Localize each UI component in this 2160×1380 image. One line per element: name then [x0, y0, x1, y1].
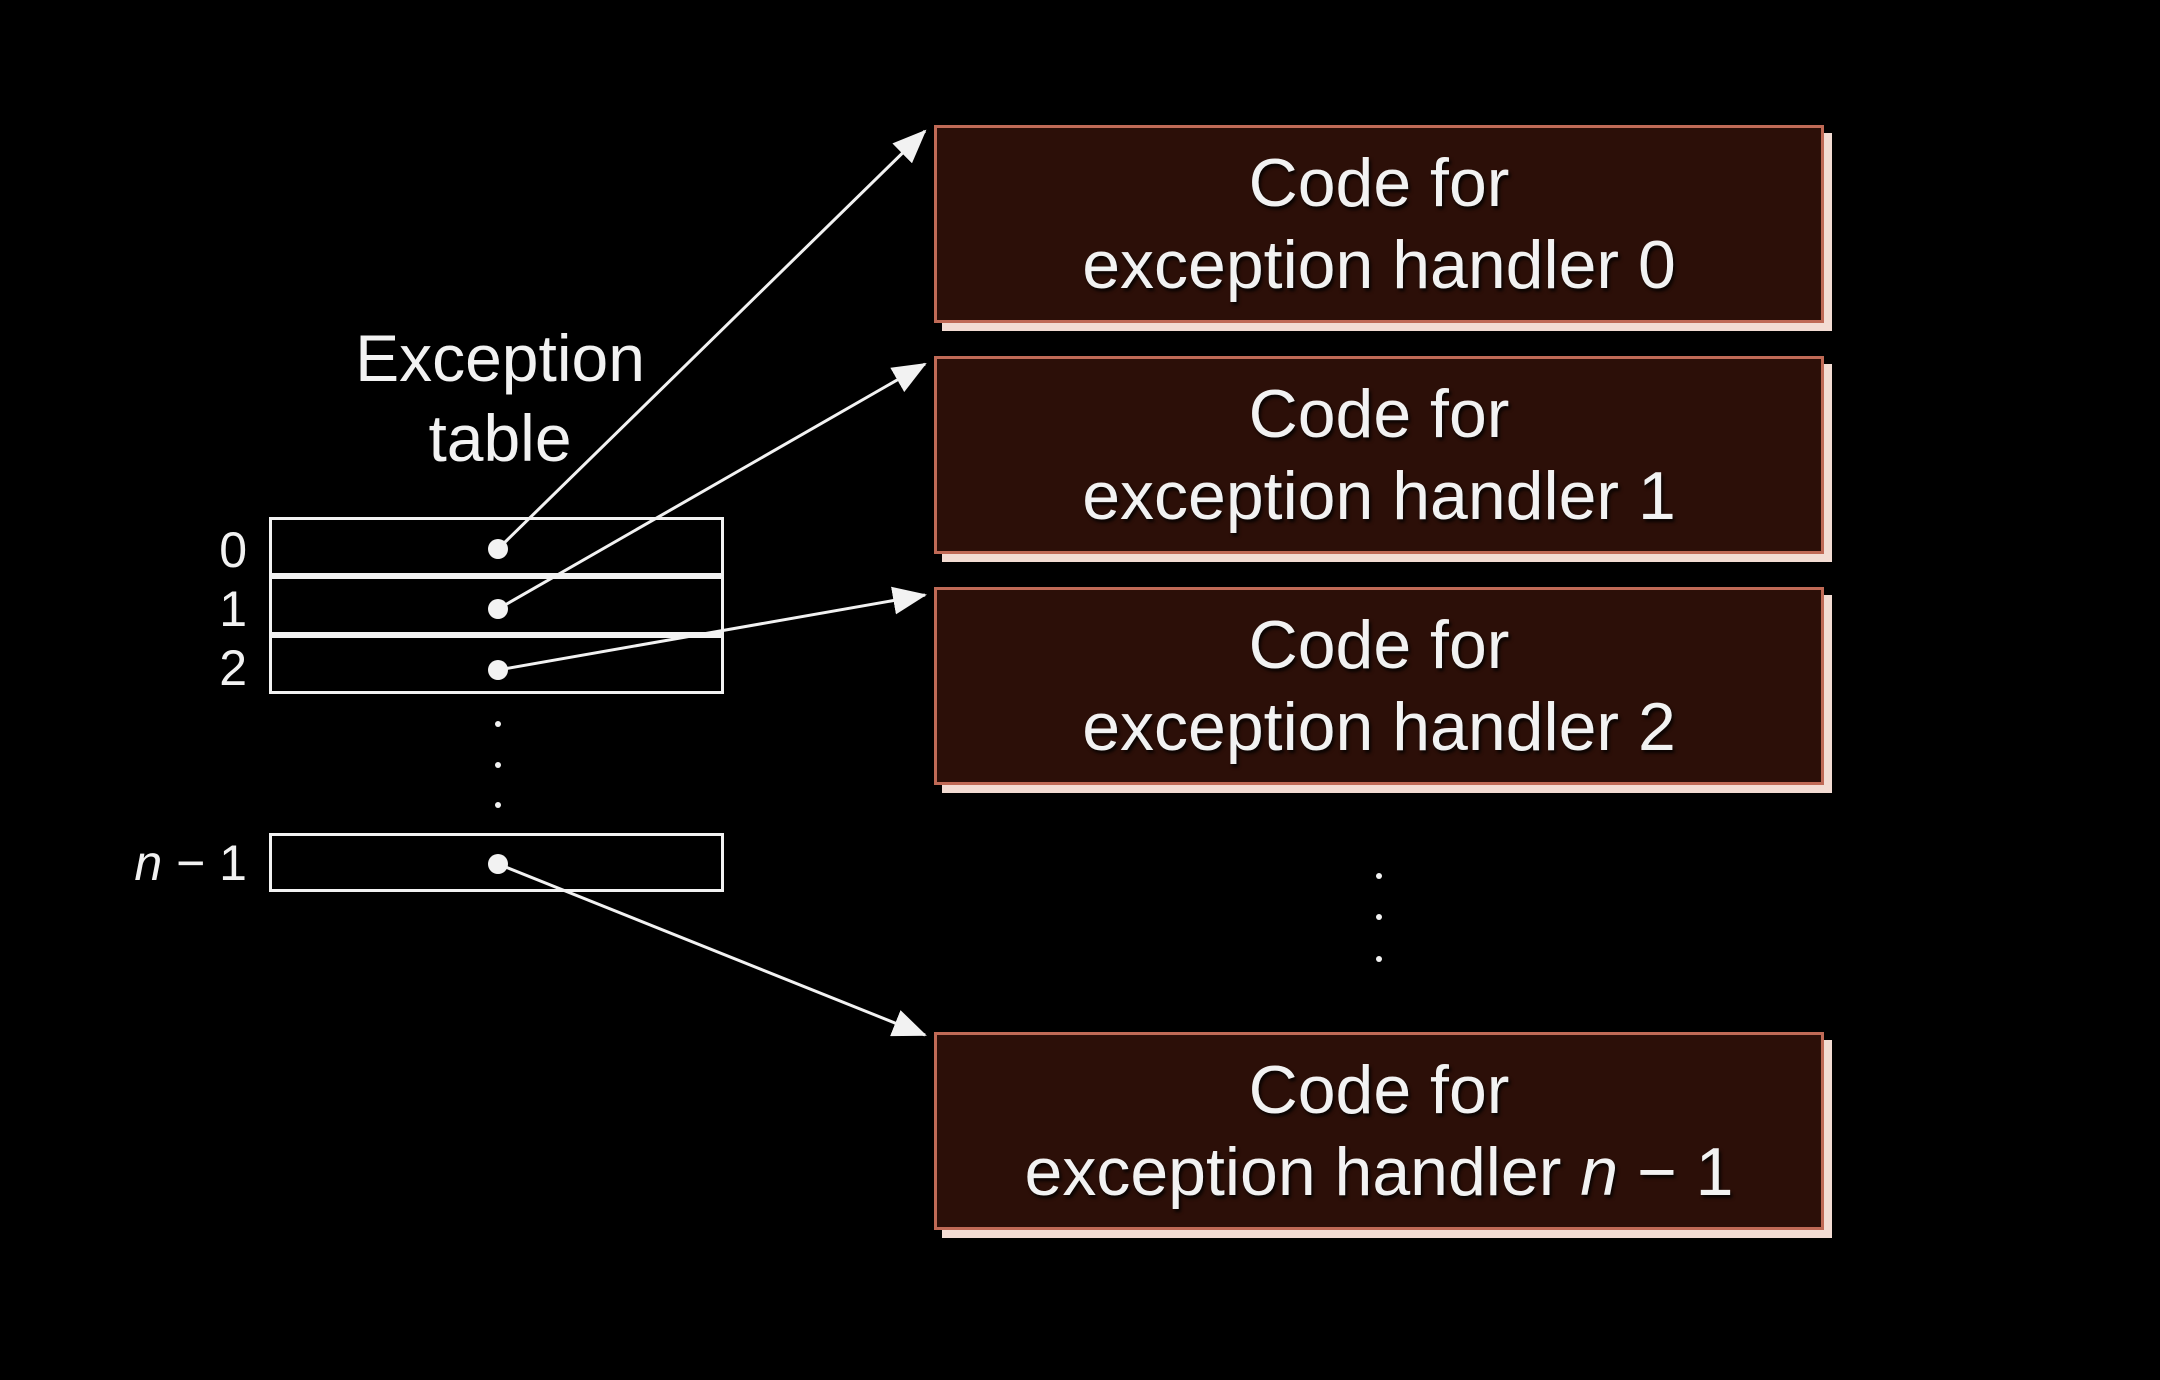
- table-row-0: [269, 517, 724, 576]
- handler-line-2-suffix: − 1: [1618, 1134, 1734, 1210]
- handler-line-2: exception handler 1: [1082, 458, 1676, 534]
- handler-box-2: Code for exception handler 2: [934, 587, 1824, 785]
- handler-text-1: Code for exception handler 1: [937, 373, 1821, 537]
- row-label-0: 0: [219, 522, 247, 578]
- handler-line-2-var: n: [1580, 1134, 1619, 1210]
- handler-text-2: Code for exception handler 2: [937, 604, 1821, 768]
- exception-table-title: Exception table: [330, 318, 670, 478]
- title-line-1: Exception: [355, 321, 645, 395]
- handler-line-2-prefix: exception handler: [1024, 1134, 1581, 1210]
- handler-line-1: Code for: [1248, 145, 1510, 221]
- row-label-1: 1: [219, 581, 247, 637]
- handler-line-1: Code for: [1248, 1052, 1510, 1128]
- handler-ellipsis-dot: [1376, 914, 1382, 920]
- table-ellipsis-dot: [495, 721, 501, 727]
- table-row-2: [269, 635, 724, 694]
- handler-line-2: exception handler 0: [1082, 227, 1676, 303]
- handler-text-n-minus-1: Code for exception handler n − 1: [937, 1049, 1821, 1213]
- handler-box-n-minus-1: Code for exception handler n − 1: [934, 1032, 1824, 1230]
- handler-line-1: Code for: [1248, 376, 1510, 452]
- table-ellipsis-dot: [495, 802, 501, 808]
- table-ellipsis-dot: [495, 762, 501, 768]
- handler-line-2: exception handler 2: [1082, 689, 1676, 765]
- row-label-n-minus-1: n − 1: [87, 833, 247, 893]
- table-row-1: [269, 576, 724, 635]
- handler-line-1: Code for: [1248, 607, 1510, 683]
- row-label-var: n: [134, 835, 163, 891]
- handler-ellipsis-dot: [1376, 873, 1382, 879]
- handler-line-2: exception handler n − 1: [937, 1131, 1821, 1213]
- row-label-2: 2: [219, 640, 247, 696]
- row-label-rest: − 1: [162, 835, 247, 891]
- handler-box-0: Code for exception handler 0: [934, 125, 1824, 323]
- table-row-n-minus-1: [269, 833, 724, 892]
- title-line-2: table: [428, 401, 572, 475]
- handler-box-1: Code for exception handler 1: [934, 356, 1824, 554]
- handler-ellipsis-dot: [1376, 956, 1382, 962]
- handler-text-0: Code for exception handler 0: [937, 142, 1821, 306]
